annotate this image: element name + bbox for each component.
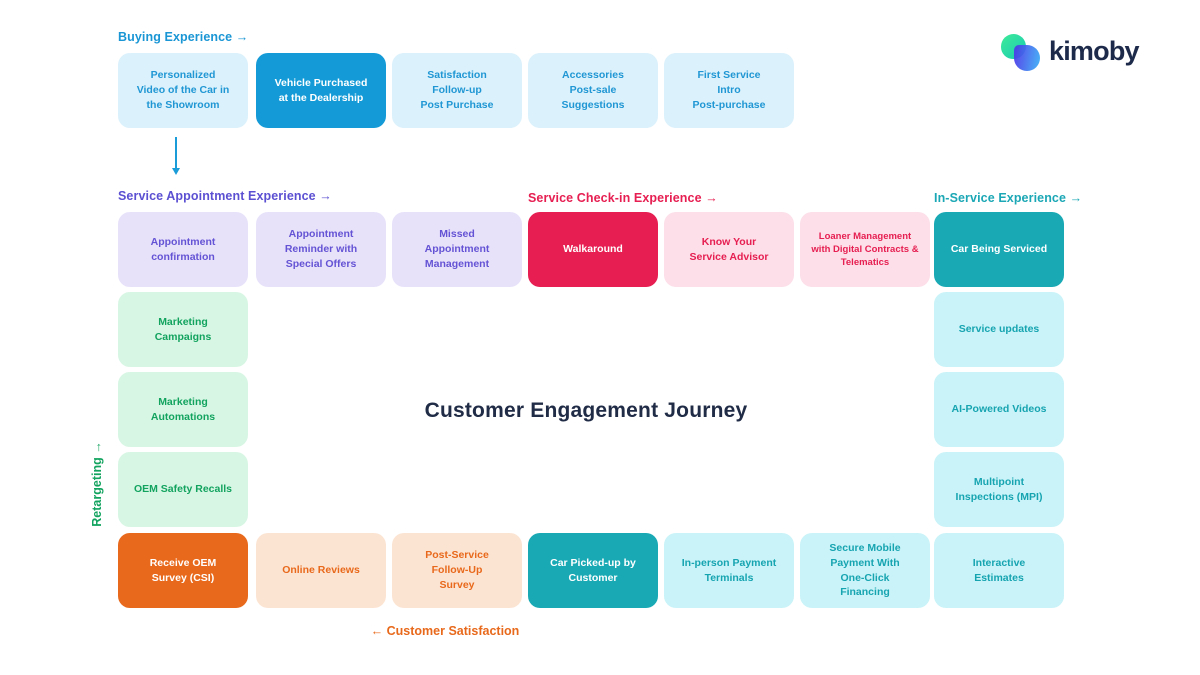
section-header-retargeting: Retargeting →	[90, 441, 104, 527]
arrow-down-icon	[171, 137, 180, 175]
card-marketing-campaigns: Marketing Campaigns	[118, 292, 248, 367]
card-car-being-serviced: Car Being Serviced	[934, 212, 1064, 287]
logo-wordmark: kimoby	[1049, 36, 1140, 66]
section-header-service-appointment-experience: Service Appointment Experience →	[118, 189, 332, 203]
card-personalized-video: Personalized Video of the Car in the Sho…	[118, 53, 248, 128]
card-car-picked-up: Car Picked-up by Customer	[528, 533, 658, 608]
card-know-your-advisor: Know Your Service Advisor	[664, 212, 794, 287]
card-service-updates: Service updates	[934, 292, 1064, 367]
card-post-service-survey: Post-Service Follow-Up Survey	[392, 533, 522, 608]
card-appointment-confirmation: Appointment confirmation	[118, 212, 248, 287]
card-loaner-management: Loaner Management with Digital Contracts…	[800, 212, 930, 287]
card-online-reviews: Online Reviews	[256, 533, 386, 608]
card-vehicle-purchased: Vehicle Purchased at the Dealership	[256, 53, 386, 128]
card-secure-mobile-payment: Secure Mobile Payment With One-Click Fin…	[800, 533, 930, 608]
section-header-customer-satisfaction: ← Customer Satisfaction	[370, 624, 520, 638]
chat-bubble-blue-icon	[1014, 45, 1040, 71]
kimoby-logo: kimoby	[1001, 32, 1140, 71]
card-receive-oem-survey: Receive OEM Survey (CSI)	[118, 533, 248, 608]
card-in-person-payment: In-person Payment Terminals	[664, 533, 794, 608]
card-marketing-automations: Marketing Automations	[118, 372, 248, 447]
card-first-service-intro: First Service Intro Post-purchase	[664, 53, 794, 128]
card-accessories-suggestions: Accessories Post-sale Suggestions	[528, 53, 658, 128]
card-appointment-reminder: Appointment Reminder with Special Offers	[256, 212, 386, 287]
card-multipoint-inspections: Multipoint Inspections (MPI)	[934, 452, 1064, 527]
card-ai-powered-videos: AI-Powered Videos	[934, 372, 1064, 447]
card-satisfaction-followup: Satisfaction Follow-up Post Purchase	[392, 53, 522, 128]
card-missed-appointment: Missed Appointment Management	[392, 212, 522, 287]
card-oem-safety-recalls: OEM Safety Recalls	[118, 452, 248, 527]
section-header-buying-experience: Buying Experience →	[118, 30, 249, 44]
card-walkaround: Walkaround	[528, 212, 658, 287]
section-header-in-service-experience: In-Service Experience →	[934, 191, 1083, 205]
kimoby-logo-icon	[1001, 32, 1042, 71]
page-title: Customer Engagement Journey	[424, 399, 748, 422]
section-header-service-checkin-experience: Service Check-in Experience →	[528, 191, 718, 205]
card-interactive-estimates: Interactive Estimates	[934, 533, 1064, 608]
